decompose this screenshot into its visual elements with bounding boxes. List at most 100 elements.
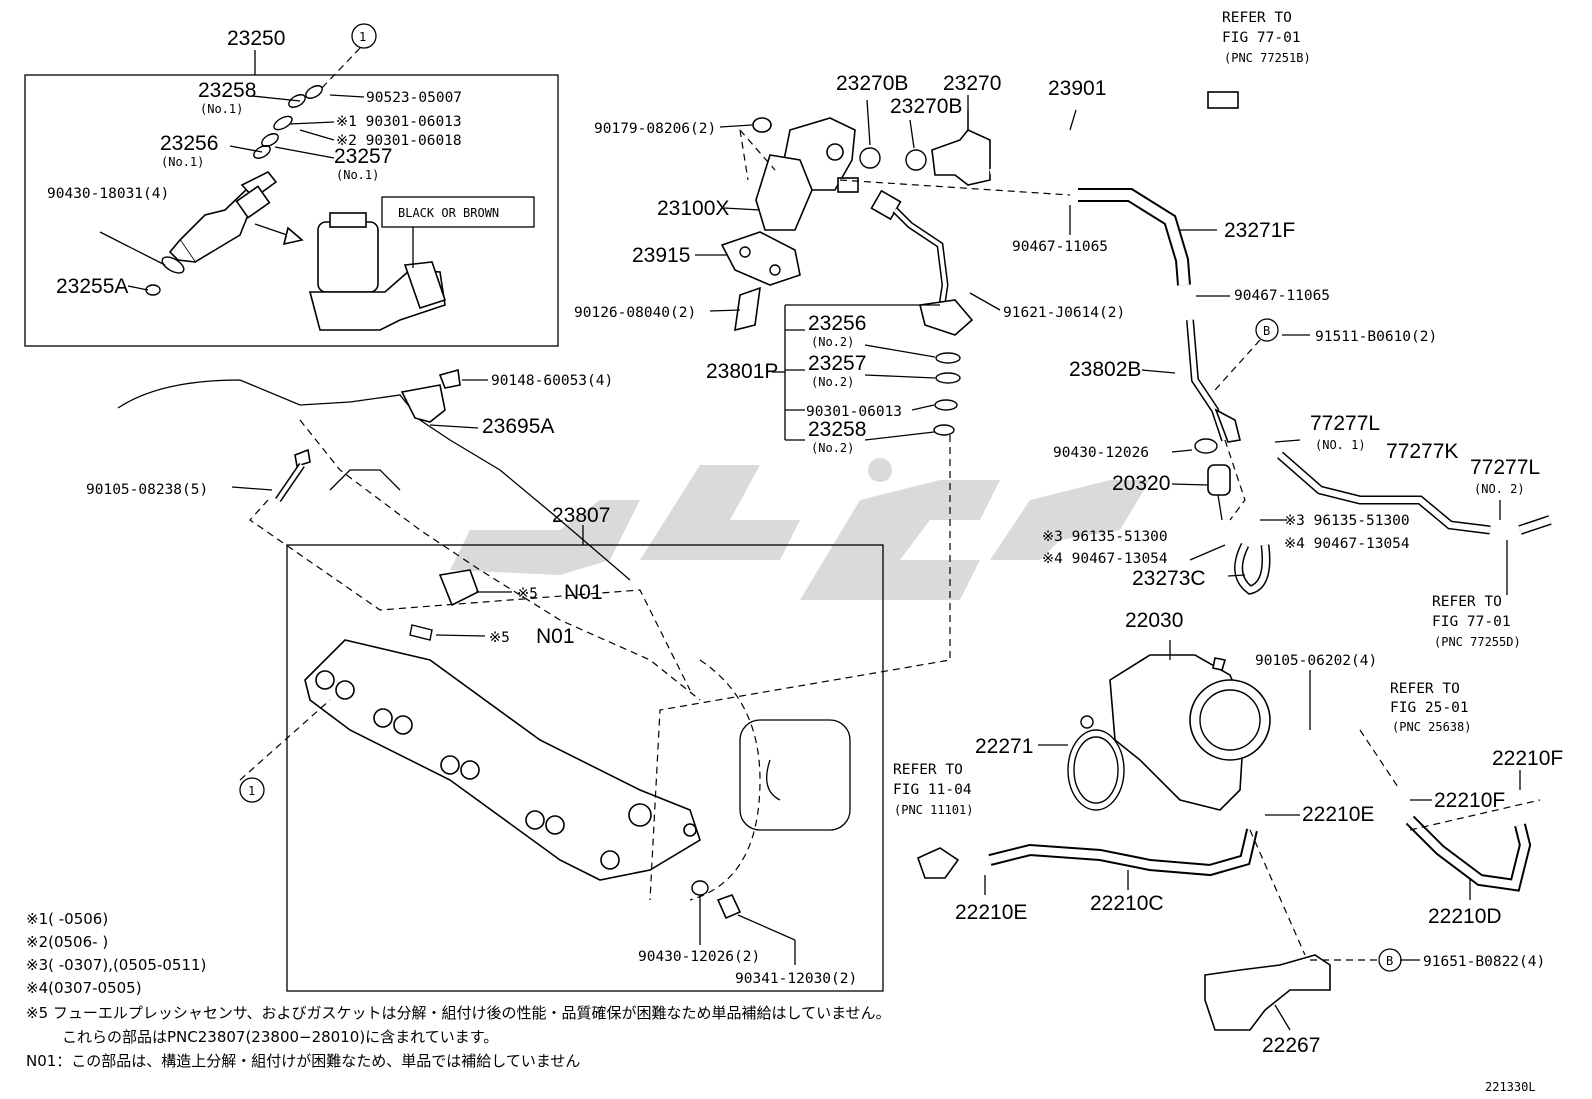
- circle-marker-b-bottom: [1378, 948, 1402, 972]
- label-90148: 90148-60053(4): [491, 373, 613, 389]
- leader-lines: [231, 95, 1521, 1031]
- label-77277L-no2-sub: (NO. 2): [1474, 482, 1525, 496]
- footnote-6: これらの部品はPNC23807(23800−28010)に含まれています。: [62, 1028, 498, 1046]
- n01-a-mark: ※5: [517, 586, 538, 602]
- label-22210E-b: 22210E: [955, 901, 1027, 924]
- refer-11101-line3: (PNC 11101): [894, 803, 973, 817]
- label-23801P: 23801P: [706, 360, 778, 383]
- label-23258-no1-sub: (No.1): [200, 102, 243, 116]
- label-77277K: 77277K: [1386, 440, 1458, 463]
- footnote-3: ※3( -0307),(0505-0511): [26, 956, 206, 974]
- hose-77277K: [1277, 451, 1552, 535]
- hose-22210D: [1405, 815, 1532, 892]
- label-90467-13054-left: ※4 90467-13054: [1042, 551, 1168, 567]
- label-96135-right: ※3 96135-51300: [1284, 513, 1410, 529]
- bracket-23695A: [400, 368, 461, 423]
- label-22030: 22030: [1125, 609, 1183, 632]
- footnote-4: ※4(0307-0505): [26, 979, 142, 997]
- label-90179: 90179-08206(2): [594, 121, 716, 137]
- label-23257-no2-sub: (No.2): [811, 375, 854, 389]
- part-labels: 23250 1 23258 (No.1) 90523-05007 ※1 9030…: [47, 10, 1563, 1094]
- label-90105-06202: 90105-06202(4): [1255, 653, 1377, 669]
- label-77277L-no2: 77277L: [1470, 456, 1540, 479]
- engine-outline: [117, 379, 851, 901]
- label-23270: 23270: [943, 72, 1001, 95]
- label-23250: 23250: [227, 27, 285, 50]
- refer-77255D-line1: REFER TO: [1432, 594, 1502, 610]
- footnotes: ※1( -0506) ※2(0506- ) ※3( -0307),(0505-0…: [26, 910, 891, 1070]
- label-91651: 91651-B0822(4): [1423, 954, 1545, 970]
- label-22210E-a: 22210E: [1302, 803, 1374, 826]
- label-23695A: 23695A: [482, 415, 554, 438]
- label-91621: 91621-J0614(2): [1003, 305, 1125, 321]
- circle-marker-b-top: [1255, 318, 1279, 342]
- refer-25638-line2: FIG 25-01: [1390, 700, 1469, 716]
- label-23256-no1: 23256: [160, 132, 218, 155]
- circle-1-top-text: 1: [359, 30, 366, 44]
- pressure-regulator-shape: [859, 110, 991, 186]
- refer-25638-line3: (PNC 25638): [1392, 720, 1471, 734]
- label-23257-no2: 23257: [808, 352, 866, 375]
- connector-detail: [308, 212, 447, 331]
- refer-11101-line1: REFER TO: [893, 762, 963, 778]
- n01-b-mark: ※5: [489, 630, 510, 646]
- bolt-90105-08238: [275, 448, 311, 502]
- n01-a: N01: [564, 581, 603, 604]
- label-23807: 23807: [552, 504, 610, 527]
- label-23255A: 23255A: [56, 275, 128, 298]
- label-90430-12026-top: 90430-12026: [1053, 445, 1149, 461]
- label-23256-no2-sub: (No.2): [811, 335, 854, 349]
- refer-77251B-line2: FIG 77-01: [1222, 30, 1301, 46]
- label-90341: 90341-12030(2): [735, 971, 857, 987]
- label-23271F: 23271F: [1224, 219, 1295, 242]
- bracket-22267: [1204, 954, 1331, 1031]
- label-23802B: 23802B: [1069, 358, 1141, 381]
- label-90126: 90126-08040(2): [574, 305, 696, 321]
- footnote-5: ※5 フューエルプレッシャセンサ、およびガスケットは分解・組付け後の性能・品質確…: [26, 1004, 891, 1022]
- label-23256-no1-sub: (No.1): [161, 155, 204, 169]
- label-90301-a: ※1 90301-06013: [336, 114, 462, 130]
- label-22271: 22271: [975, 735, 1033, 758]
- guide-lines: [239, 129, 1541, 961]
- refer-11101-line2: FIG 11-04: [893, 782, 972, 798]
- label-77277L-no1-sub: (NO. 1): [1315, 438, 1366, 452]
- circle-1-bottom-text: 1: [248, 784, 255, 798]
- injector-assembly-box: [24, 23, 559, 347]
- color-callout-box: [381, 196, 535, 228]
- throttle-body-22030: [1067, 654, 1271, 811]
- label-23915: 23915: [632, 244, 690, 267]
- label-90430-12026-bottom: 90430-12026(2): [638, 949, 760, 965]
- fuel-hose-23901: [989, 91, 1300, 175]
- label-23270B-a: 23270B: [836, 72, 908, 95]
- label-91511: 91511-B0610(2): [1315, 329, 1437, 345]
- fuel-pump-shape: [720, 117, 859, 332]
- label-23257-no1: 23257: [334, 145, 392, 168]
- circle-b-top-text: B: [1263, 324, 1270, 338]
- label-90301-b: ※2 90301-06018: [336, 133, 462, 149]
- valve-20320: [1194, 438, 1231, 521]
- label-90467-13054-right: ※4 90467-13054: [1284, 536, 1410, 552]
- label-22210C: 22210C: [1090, 892, 1164, 915]
- label-90467-a: 90467-11065: [1012, 239, 1108, 255]
- refer-25638-line1: REFER TO: [1390, 681, 1460, 697]
- refer-77251B-line3: (PNC 77251B): [1224, 51, 1311, 65]
- refer-77255D-line3: (PNC 77255D): [1434, 635, 1521, 649]
- hose-22210C: [917, 828, 1258, 879]
- n01-b: N01: [536, 625, 575, 648]
- hose-23271F: [1078, 188, 1191, 286]
- label-23273C: 23273C: [1132, 567, 1206, 590]
- label-90105-08238: 90105-08238(5): [86, 482, 208, 498]
- label-22267: 22267: [1262, 1034, 1320, 1057]
- diagram-id: 221330L: [1485, 1080, 1536, 1094]
- label-black-or-brown: BLACK OR BROWN: [398, 206, 499, 220]
- label-96135-left: ※3 96135-51300: [1042, 529, 1168, 545]
- label-77277L-no1: 77277L: [1310, 412, 1380, 435]
- footnote-1: ※1( -0506): [26, 910, 108, 928]
- circle-marker-1-bottom: [239, 777, 265, 803]
- pipe-23802B: [1186, 319, 1241, 443]
- label-23258-no2-sub: (No.2): [811, 441, 854, 455]
- label-90467-b: 90467-11065: [1234, 288, 1330, 304]
- fuel-pipe-23801P: [870, 189, 974, 436]
